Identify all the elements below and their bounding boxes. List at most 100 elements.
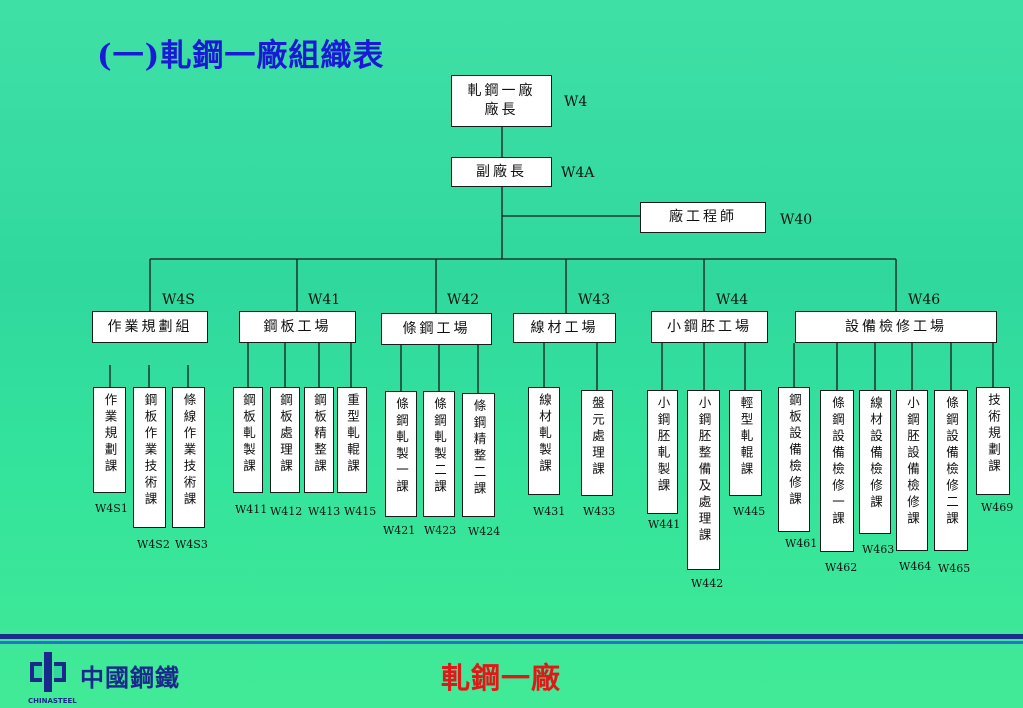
- section-box: 鋼板處理課: [270, 387, 300, 493]
- unit-code: W42: [447, 292, 480, 308]
- section-label: 鋼板設備檢修課: [787, 393, 802, 509]
- unit-label: 鋼板工場: [263, 318, 332, 335]
- section-box: 條線作業技術課: [172, 387, 205, 528]
- section-label: 技術規劃課: [986, 393, 1001, 476]
- unit-label: 條鋼工場: [402, 320, 471, 337]
- unit-label: 作業規劃組: [107, 318, 193, 335]
- section-code: W464: [899, 560, 932, 573]
- section-box: 條鋼設備檢修一課: [820, 390, 854, 552]
- section-code: W465: [938, 562, 971, 575]
- section-box: 線材設備檢修課: [859, 390, 891, 534]
- section-label: 作業規劃課: [102, 393, 118, 476]
- unit-box: 線材工場: [513, 313, 616, 343]
- section-code: W421: [383, 524, 416, 537]
- footer-divider: [0, 634, 1023, 639]
- section-code: W411: [235, 503, 268, 516]
- section-label: 條鋼設備檢修二課: [944, 396, 959, 528]
- section-label: 重型軋輥課: [345, 393, 360, 476]
- section-box: 小鋼胚整備及處理課: [687, 390, 720, 570]
- section-box: 線材軋製課: [528, 387, 560, 495]
- section-label: 輕型軋輥課: [738, 396, 754, 479]
- section-box: 鋼板軋製課: [233, 387, 263, 493]
- section-box: 小鋼胚設備檢修課: [896, 390, 928, 551]
- section-code: W412: [270, 505, 303, 518]
- section-box: 重型軋輥課: [337, 387, 367, 493]
- section-label: 條鋼精整二課: [471, 399, 487, 498]
- section-code: W4S2: [137, 538, 170, 551]
- company-name-en: CHINASTEEL: [28, 697, 77, 705]
- section-box: 作業規劃課: [93, 387, 126, 493]
- section-box: 技術規劃課: [976, 387, 1010, 495]
- section-box: 條鋼精整二課: [462, 393, 495, 517]
- section-code: W441: [648, 518, 681, 531]
- deputy-box: 副廠長: [451, 157, 552, 187]
- unit-box: 條鋼工場: [381, 313, 492, 345]
- deputy-code: W4A: [561, 165, 595, 181]
- section-box: 鋼板設備檢修課: [778, 387, 810, 532]
- director-box: 軋鋼一廠 廠長: [451, 75, 552, 127]
- unit-code: W4S: [162, 292, 195, 308]
- section-label: 小鋼胚整備及處理課: [696, 396, 712, 545]
- chart-title: (一)軋鋼一廠組織表: [97, 38, 385, 74]
- section-code: W413: [308, 505, 341, 518]
- section-code: W442: [691, 577, 724, 590]
- unit-code: W41: [308, 292, 341, 308]
- section-box: 盤元處理課: [581, 390, 613, 496]
- section-code: W431: [533, 505, 566, 518]
- section-code: W445: [733, 505, 766, 518]
- section-code: W433: [583, 505, 616, 518]
- section-box: 條鋼軋製二課: [423, 391, 455, 517]
- director-line2: 廠長: [484, 102, 519, 118]
- section-label: 小鋼胚軋製課: [655, 396, 671, 495]
- section-code: W4S1: [95, 502, 128, 515]
- section-label: 條鋼軋製一課: [394, 397, 409, 496]
- section-box: 條鋼軋製一課: [385, 391, 417, 517]
- unit-label: 小鋼胚工場: [667, 318, 752, 335]
- engineer-code: W40: [780, 212, 813, 228]
- section-label: 線材軋製課: [537, 393, 552, 476]
- company-name: 中國鋼鐵: [80, 664, 180, 692]
- section-box: 輕型軋輥課: [729, 390, 762, 496]
- section-code: W415: [344, 505, 377, 518]
- section-code: W463: [862, 543, 895, 556]
- section-label: 條鋼設備檢修一課: [830, 396, 845, 528]
- unit-box: 作業規劃組: [92, 311, 208, 343]
- section-box: 鋼板作業技術課: [133, 387, 166, 528]
- section-box: 小鋼胚軋製課: [647, 390, 678, 514]
- unit-box: 設備檢修工場: [795, 311, 997, 343]
- engineer-box: 廠工程師: [640, 202, 766, 233]
- section-code: W4S3: [175, 538, 208, 551]
- section-box: 鋼板精整課: [304, 387, 334, 493]
- section-label: 鋼板軋製課: [241, 393, 256, 476]
- unit-box: 小鋼胚工場: [651, 311, 768, 343]
- section-label: 條線作業技術課: [181, 393, 197, 509]
- unit-label: 設備檢修工場: [845, 318, 947, 335]
- section-label: 鋼板處理課: [278, 393, 293, 476]
- unit-code: W43: [578, 292, 611, 308]
- section-label: 盤元處理課: [590, 396, 605, 479]
- chinasteel-logo-icon: [30, 652, 66, 692]
- connector-lines: [109, 127, 994, 393]
- section-label: 小鋼胚設備檢修課: [905, 396, 920, 528]
- unit-label: 線材工場: [530, 319, 599, 336]
- section-label: 條鋼軋製二課: [432, 397, 447, 496]
- director-code: W4: [564, 94, 588, 110]
- director-line1: 軋鋼一廠: [467, 83, 536, 99]
- unit-code: W44: [716, 292, 749, 308]
- section-label: 鋼板作業技術課: [142, 393, 158, 509]
- deputy-label: 副廠長: [476, 163, 527, 180]
- footer-plant-title: 軋鋼一廠: [441, 661, 562, 695]
- section-code: W469: [981, 501, 1014, 514]
- unit-code: W46: [908, 292, 941, 308]
- section-code: W423: [424, 524, 457, 537]
- unit-box: 鋼板工場: [239, 311, 356, 343]
- section-code: W461: [785, 537, 818, 550]
- section-label: 線材設備檢修課: [868, 396, 883, 512]
- section-box: 條鋼設備檢修二課: [934, 390, 968, 551]
- section-code: W424: [468, 525, 501, 538]
- section-code: W462: [825, 561, 858, 574]
- footer-divider-accent: [0, 641, 1023, 644]
- engineer-label: 廠工程師: [669, 209, 737, 225]
- section-label: 鋼板精整課: [312, 393, 327, 476]
